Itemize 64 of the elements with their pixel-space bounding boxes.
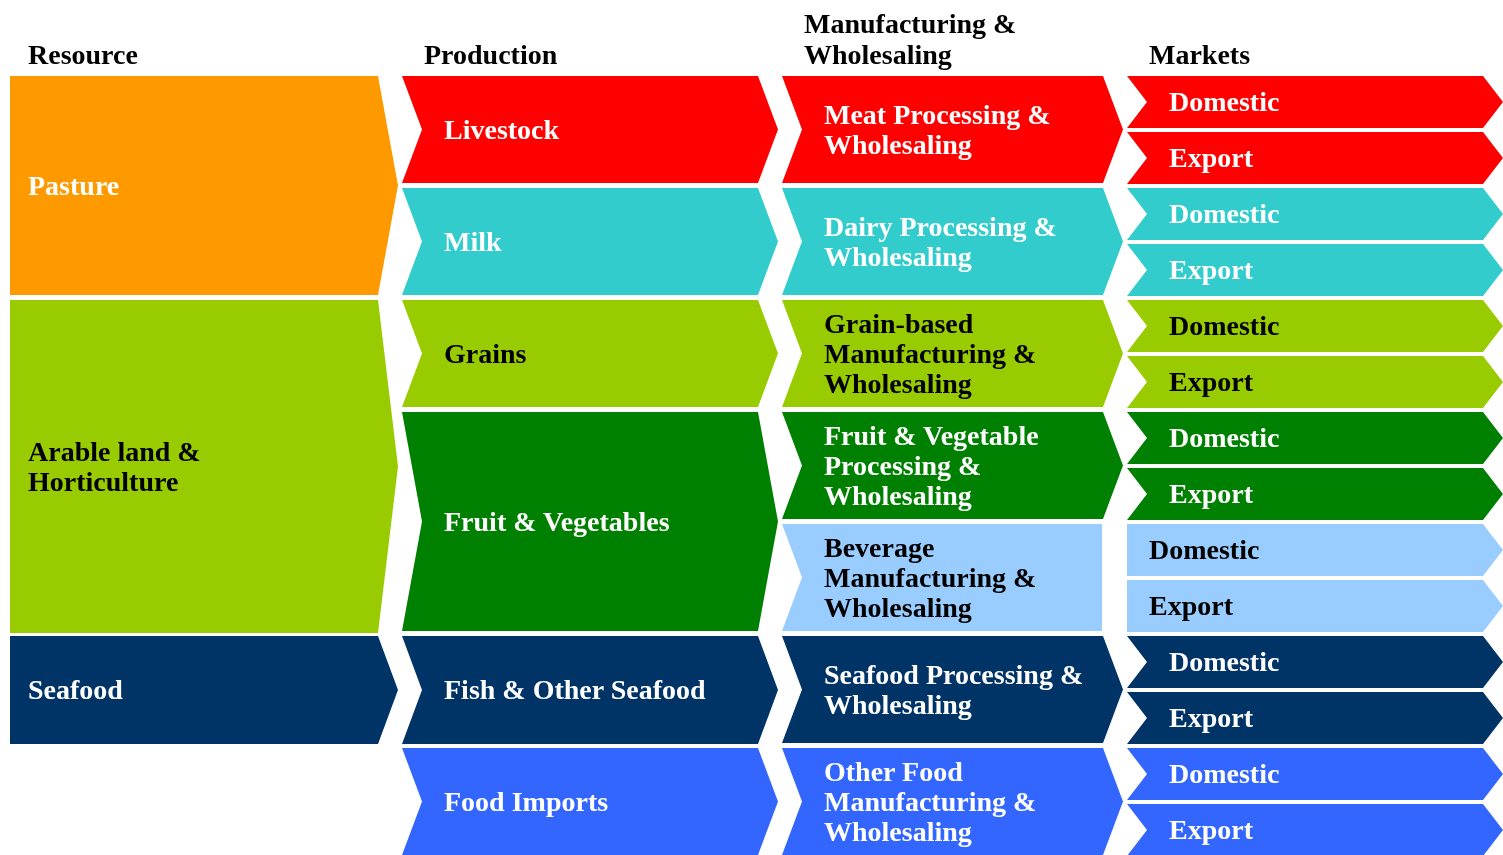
stage-label: Domestic bbox=[1169, 647, 1280, 677]
stage-label: Livestock bbox=[444, 114, 560, 145]
stage-label: Export bbox=[1169, 367, 1253, 397]
stage-label: Dairy Processing & Wholesaling bbox=[824, 211, 1058, 272]
stage-label: Fruit & Vegetable Processing & Wholesaling bbox=[824, 420, 1040, 511]
stage-block bbox=[1127, 76, 1503, 128]
stage-block bbox=[782, 76, 1123, 183]
stage-block bbox=[1127, 300, 1503, 352]
stage-label: Seafood bbox=[28, 675, 123, 705]
stage-label: Domestic bbox=[1169, 423, 1280, 453]
stage-label: Meat Processing & Wholesaling bbox=[824, 99, 1052, 160]
stage-label: Export bbox=[1169, 703, 1253, 733]
stage-block bbox=[782, 636, 1123, 743]
stage-block bbox=[402, 636, 778, 744]
stage-label: Pasture bbox=[28, 170, 120, 201]
stage-label: Seafood Processing & Wholesaling bbox=[824, 659, 1085, 720]
stage-block bbox=[782, 188, 1123, 295]
stage-label: Fruit & Vegetables bbox=[444, 506, 670, 537]
stage-label: Domestic bbox=[1149, 535, 1260, 565]
stage-label: Domestic bbox=[1169, 87, 1280, 117]
stage-block bbox=[10, 636, 398, 744]
column-header: Resource bbox=[28, 39, 138, 70]
column-header: Manufacturing & Wholesaling bbox=[804, 8, 1018, 70]
stage-label: Grains bbox=[444, 338, 527, 369]
stage-block bbox=[1127, 804, 1503, 855]
stage-label: Fish & Other Seafood bbox=[444, 675, 706, 705]
column-header: Production bbox=[424, 39, 558, 70]
stage-block bbox=[402, 76, 778, 183]
stage-block bbox=[402, 188, 778, 295]
stage-block bbox=[782, 412, 1123, 519]
stage-label: Export bbox=[1169, 143, 1253, 173]
stage-block bbox=[402, 300, 778, 407]
stage-block bbox=[1127, 692, 1503, 744]
stage-block bbox=[1127, 132, 1503, 184]
stage-label: Domestic bbox=[1169, 311, 1280, 341]
stage-block bbox=[782, 300, 1123, 407]
stage-label: Arable land & Horticulture bbox=[28, 436, 202, 497]
stage-block bbox=[782, 748, 1123, 855]
stage-block bbox=[1127, 524, 1503, 576]
stage-label: Other Food Manufacturing & Wholesaling bbox=[824, 756, 1038, 847]
stage-label: Domestic bbox=[1169, 199, 1280, 229]
stage-block bbox=[1127, 636, 1503, 688]
stage-label: Milk bbox=[444, 226, 502, 257]
stage-block bbox=[1127, 188, 1503, 240]
stage-block bbox=[1127, 748, 1503, 800]
stage-block bbox=[1127, 244, 1503, 296]
stage-block bbox=[10, 76, 398, 295]
stage-label: Grain-based Manufacturing & Wholesaling bbox=[824, 308, 1038, 399]
column-header: Markets bbox=[1149, 39, 1251, 70]
stage-block bbox=[402, 748, 778, 855]
stage-label: Export bbox=[1169, 255, 1253, 285]
stage-block bbox=[402, 412, 778, 631]
stage-block bbox=[1127, 412, 1503, 464]
stage-block bbox=[1127, 356, 1503, 408]
stage-label: Beverage Manufacturing & Wholesaling bbox=[824, 532, 1038, 623]
stage-block bbox=[1127, 468, 1503, 520]
stage-label: Export bbox=[1169, 815, 1253, 845]
stage-block bbox=[10, 300, 398, 633]
stage-block bbox=[782, 524, 1102, 631]
stage-label: Food Imports bbox=[444, 786, 609, 817]
stage-block bbox=[1127, 580, 1503, 632]
stage-label: Export bbox=[1169, 479, 1253, 509]
stage-label: Export bbox=[1149, 591, 1233, 621]
stage-label: Domestic bbox=[1169, 759, 1280, 789]
